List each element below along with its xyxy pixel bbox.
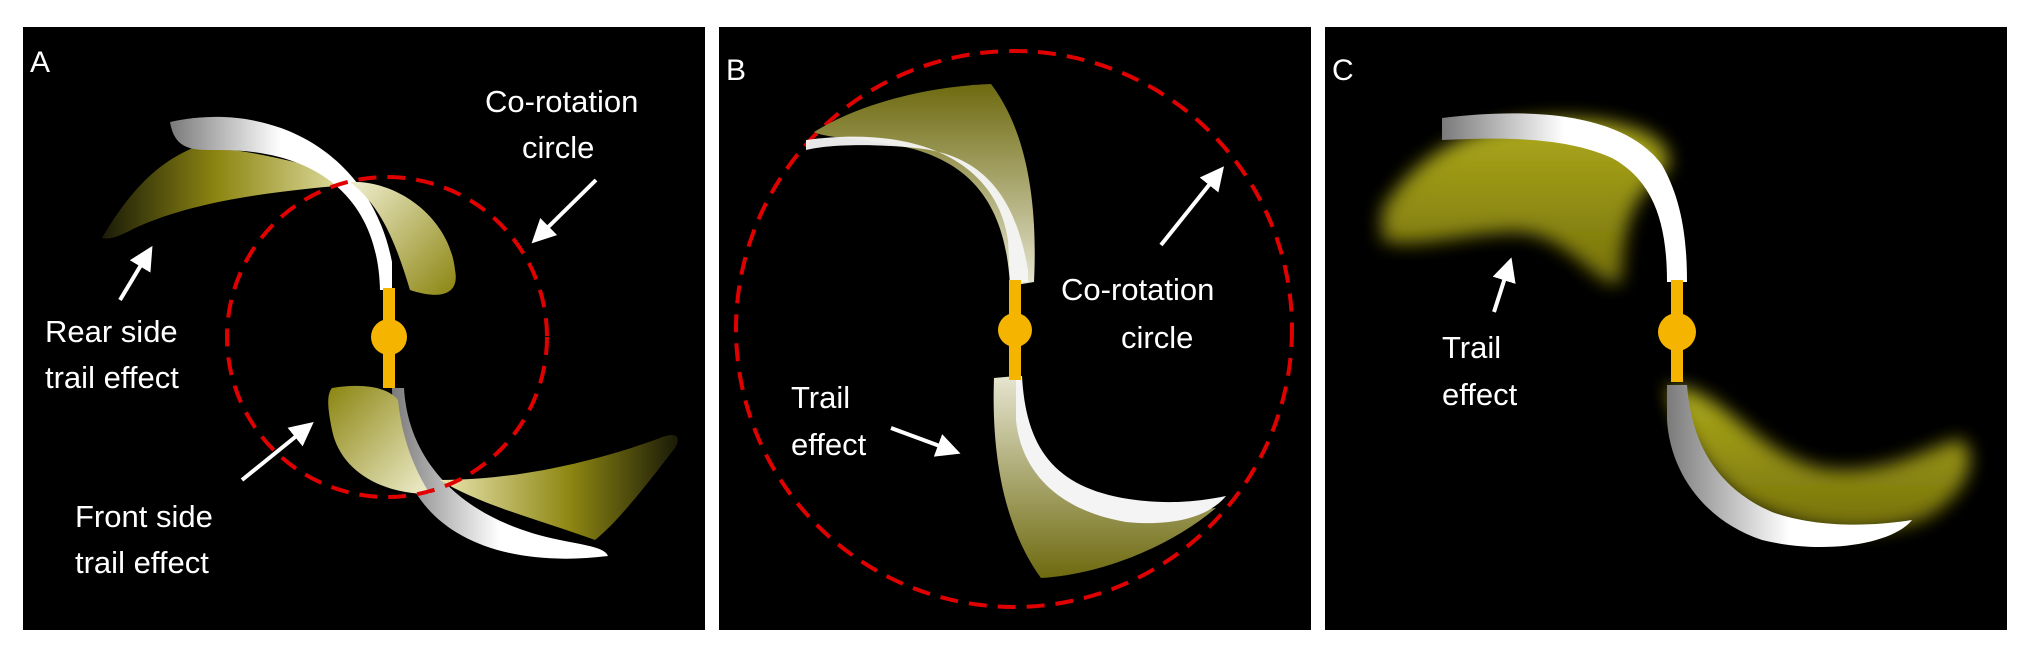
corotation-label-a-line1: Co-rotation bbox=[485, 84, 638, 119]
blade-upper-white bbox=[170, 116, 392, 291]
corotation-arrow-b bbox=[1159, 166, 1224, 247]
front-arrow bbox=[240, 421, 314, 482]
trail-lower-c bbox=[1667, 387, 1970, 531]
hub-c bbox=[1658, 313, 1696, 351]
trail-lower-b bbox=[993, 376, 1216, 578]
hub-b bbox=[998, 313, 1032, 347]
panel-b-label: B bbox=[726, 54, 746, 87]
blade-lower-white-b bbox=[1016, 376, 1226, 524]
front-label-line2: trail effect bbox=[75, 545, 209, 580]
trail-label-c-line1: Trail bbox=[1442, 330, 1501, 365]
trail-label-b-line2: effect bbox=[791, 427, 867, 462]
front-trail-lower bbox=[328, 385, 430, 494]
trail-arrow-c bbox=[1492, 257, 1516, 313]
rear-arrow bbox=[118, 245, 153, 302]
corotation-label-a-line2: circle bbox=[522, 130, 594, 165]
rear-trail-lower bbox=[440, 435, 678, 540]
front-label-line1: Front side bbox=[75, 499, 213, 534]
rear-label-line1: Rear side bbox=[45, 314, 178, 349]
blade-upper-white-c bbox=[1442, 113, 1687, 282]
front-trail-upper bbox=[350, 181, 456, 295]
rear-trail-upper bbox=[102, 146, 358, 239]
panel-a: A Co-rotation circle Rear side trail eff… bbox=[20, 0, 708, 655]
blade-lower-white-c bbox=[1667, 385, 1912, 548]
corotation-circle-a bbox=[225, 175, 549, 499]
trail-upper-b bbox=[814, 84, 1035, 286]
trail-upper-c bbox=[1382, 119, 1669, 284]
blade-upper-white-b bbox=[806, 136, 1028, 282]
trail-label-b-line1: Trail bbox=[791, 380, 850, 415]
trail-label-c-line2: effect bbox=[1442, 377, 1518, 412]
panel-b: B Co-rotation circle Trail effect bbox=[716, 0, 1314, 655]
panel-c-label: C bbox=[1332, 54, 1354, 87]
corotation-circle-b bbox=[734, 49, 1294, 609]
rear-label-line2: trail effect bbox=[45, 360, 179, 395]
blade-lower-white bbox=[392, 388, 608, 559]
panel-c: C Trail effect bbox=[1322, 0, 2010, 655]
trail-arrow-b bbox=[890, 426, 961, 457]
corotation-arrow-a bbox=[531, 178, 598, 244]
panel-a-label: A bbox=[30, 46, 50, 79]
hub-a bbox=[371, 319, 407, 355]
corotation-label-b-line1: Co-rotation bbox=[1061, 272, 1214, 307]
corotation-label-b-line2: circle bbox=[1121, 320, 1193, 355]
